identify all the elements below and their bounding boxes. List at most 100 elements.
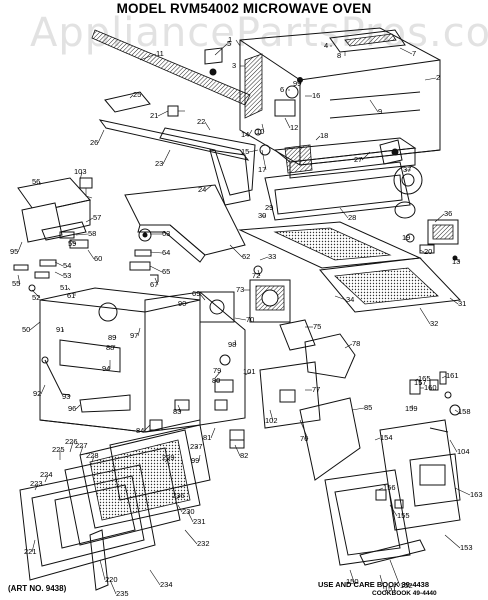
fan-blade-63 (138, 228, 152, 242)
callout-label: 59 (68, 239, 77, 248)
callout-label: 29 (265, 203, 274, 212)
blower-housing-17 (254, 128, 417, 179)
control-bracket-90 (144, 291, 246, 433)
callout-label: 34 (346, 295, 355, 304)
callout-label: 230 (182, 507, 195, 516)
callout-leader (162, 149, 171, 165)
callout-label: 231 (193, 517, 206, 526)
callout-leader (419, 307, 431, 325)
callout-leader (214, 43, 228, 56)
callout-leader (174, 495, 181, 501)
callout-leader (299, 79, 302, 85)
callout-leader (411, 404, 414, 410)
callout-leader (379, 574, 385, 590)
callout-label: 62 (242, 252, 251, 261)
callout-label: 22 (197, 117, 206, 126)
callout-leader (69, 239, 77, 245)
callout-label: 64 (162, 248, 171, 257)
callout-label: 225 (52, 445, 65, 454)
callout-label: 83 (173, 407, 182, 416)
cover-plate-32 (319, 257, 462, 313)
callout-label: 37 (403, 165, 412, 174)
callout-leader (149, 569, 161, 586)
callout-leader (351, 407, 365, 411)
callout-leader (339, 207, 349, 219)
transformer-36 (427, 219, 459, 261)
callout-leader (187, 511, 194, 523)
callout-label: 95 (10, 247, 19, 256)
callout-label: 12 (290, 123, 299, 132)
callout-leader (414, 378, 419, 381)
callout-label: 93 (62, 392, 71, 401)
callout-label: 101 (243, 367, 256, 376)
callout-label: 236 (172, 491, 185, 500)
diode-72 (253, 265, 263, 275)
callout-label: 154 (380, 433, 393, 442)
callout-label: 224 (40, 470, 53, 479)
callout-label: 223 (30, 479, 43, 488)
callout-label: 9 (378, 107, 383, 116)
callout-leader (54, 271, 64, 277)
fan-motor-69 (199, 291, 235, 323)
callout-label: 5 (227, 39, 232, 48)
callout-label: 21 (150, 111, 159, 120)
callout-label: 227 (75, 441, 88, 450)
callout-label: 76 (300, 434, 309, 443)
callout-label: 51 (60, 283, 69, 292)
callout-leader (67, 287, 71, 291)
shield-76-77 (259, 361, 321, 429)
relay-switches-79-84 (149, 399, 245, 449)
callout-leader (434, 213, 445, 223)
small-parts-53-55 (13, 259, 57, 292)
callout-leader (157, 110, 169, 117)
cover-78 (304, 333, 356, 379)
callout-leader (210, 427, 216, 439)
callout-label: 28 (348, 213, 357, 222)
callout-label: 31 (458, 299, 467, 308)
callout-leader (234, 317, 247, 321)
callout-leader (185, 301, 191, 305)
callout-label: 6 (280, 85, 285, 94)
callout-leader (85, 217, 94, 223)
callout-label: 55 (12, 279, 21, 288)
cover-85 (299, 397, 361, 481)
callout-leader (31, 539, 36, 553)
exhaust-duct-28 (264, 161, 416, 221)
callout-leader (97, 129, 105, 144)
callout-label: 56 (32, 177, 41, 186)
callout-label: 161 (446, 371, 459, 380)
callout-label: 2 (436, 73, 441, 82)
callout-leader (244, 371, 252, 376)
callout-label: 160 (424, 383, 437, 392)
callout-label: 92 (33, 389, 42, 398)
callout-label: 232 (197, 539, 210, 548)
callout-leader (444, 534, 461, 549)
callout-label: 102 (265, 416, 278, 425)
callout-label: 104 (457, 447, 470, 456)
callout-leader (143, 424, 151, 432)
callout-leader (315, 135, 321, 141)
callout-label: 17 (258, 165, 267, 174)
callout-leader (248, 149, 259, 153)
callout-label: 67 (150, 280, 159, 289)
callout-leader (29, 321, 41, 331)
callout-label: 30 (258, 211, 267, 220)
connector-21 (167, 105, 185, 117)
callout-label: 237 (190, 442, 203, 451)
small-parts-64-67 (129, 249, 159, 282)
bracket-58 (59, 231, 75, 239)
callout-label: 65 (162, 267, 171, 276)
callout-leader (149, 265, 163, 273)
callout-leader (234, 339, 237, 346)
callout-leader (271, 207, 274, 211)
callout-label: 99 (191, 456, 200, 465)
callout-leader (449, 297, 459, 305)
callout-label: 82 (240, 451, 249, 460)
callout-label: 73 (236, 285, 245, 294)
callout-label: 24 (198, 185, 207, 194)
capacitor-19-20 (405, 233, 435, 254)
callout-leader (449, 439, 458, 453)
small-bracket-5 (204, 47, 223, 76)
callout-label: 79 (213, 366, 222, 375)
case-top-plate (329, 29, 406, 53)
